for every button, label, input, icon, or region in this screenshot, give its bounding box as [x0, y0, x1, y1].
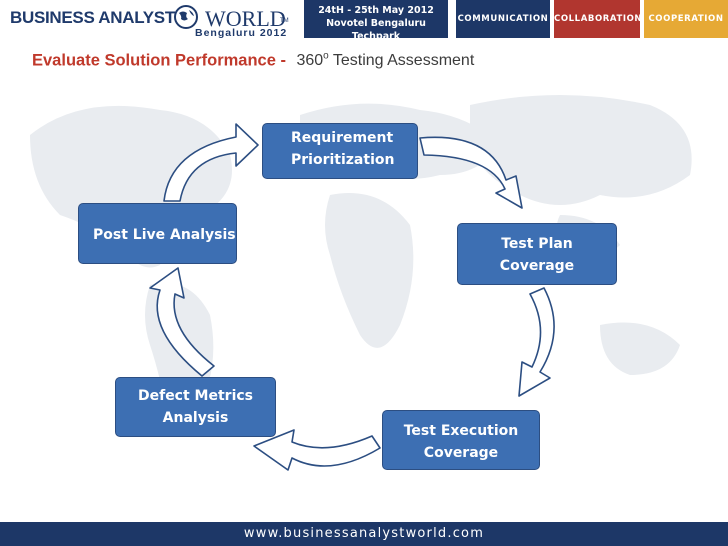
tag-collaboration: COLLABORATION — [554, 0, 642, 38]
tag-communication: COMMUNICATION — [456, 0, 550, 38]
logo-business-analyst: BUSINESS ANALYST — [10, 8, 175, 27]
title-sub-prefix: 360 — [296, 52, 324, 70]
logo-world: WORLD — [205, 6, 286, 31]
title-main: Evaluate Solution Performance - — [32, 51, 286, 70]
box-test-plan-coverage: Test Plan Coverage — [457, 223, 617, 285]
footer-url[interactable]: www.businessanalystworld.com — [243, 526, 485, 541]
event-dates: 24tH - 25th May 2012 — [318, 5, 434, 16]
arrow-execution-to-defect — [253, 429, 381, 471]
slide-title: Evaluate Solution Performance - 360o Tes… — [32, 51, 474, 70]
requirement-line1: Requirement — [291, 130, 394, 146]
title-sub-degree: o — [323, 51, 329, 62]
title-sub-suffix: Testing Assessment — [328, 52, 475, 70]
event-banner: 24tH - 25th May 2012 Novotel Bengaluru T… — [304, 0, 448, 42]
box-requirement-prioritization: Requirement Prioritization — [262, 123, 418, 179]
logo-city-year: Bengaluru 2012 — [195, 27, 288, 39]
box-post-live-analysis: Post Live Analysis — [78, 203, 237, 264]
title-sub: 360o Testing Assessment — [296, 51, 475, 70]
header: BUSINESS ANALYST WORLD TM Bengaluru 2012… — [0, 0, 728, 42]
requirement-line2: Prioritization — [291, 152, 395, 168]
box-defect-metrics-analysis: Defect Metrics Analysis — [115, 377, 276, 437]
arrow-post-to-requirement — [163, 123, 259, 202]
footer-bar: www.businessanalystworld.com — [0, 522, 728, 546]
defect-line2: Analysis — [162, 410, 229, 426]
event-venue: Novotel Bengaluru Techpark — [326, 18, 426, 42]
test-plan-line2: Coverage — [499, 258, 575, 274]
arrow-requirement-to-testplan — [419, 136, 523, 209]
defect-line1: Defect Metrics — [137, 388, 254, 404]
post-live-label: Post Live Analysis — [93, 227, 236, 243]
arrow-defect-to-post — [149, 267, 215, 377]
arrow-testplan-to-execution — [518, 287, 555, 397]
logo-trademark: TM — [280, 18, 289, 24]
test-execution-line2: Coverage — [423, 445, 499, 461]
test-plan-line1: Test Plan — [501, 236, 573, 252]
tag-cooperation: COOPERATION — [644, 0, 728, 38]
globe-icon — [174, 5, 198, 29]
test-execution-line1: Test Execution — [403, 423, 519, 439]
box-test-execution-coverage: Test Execution Coverage — [382, 410, 540, 470]
